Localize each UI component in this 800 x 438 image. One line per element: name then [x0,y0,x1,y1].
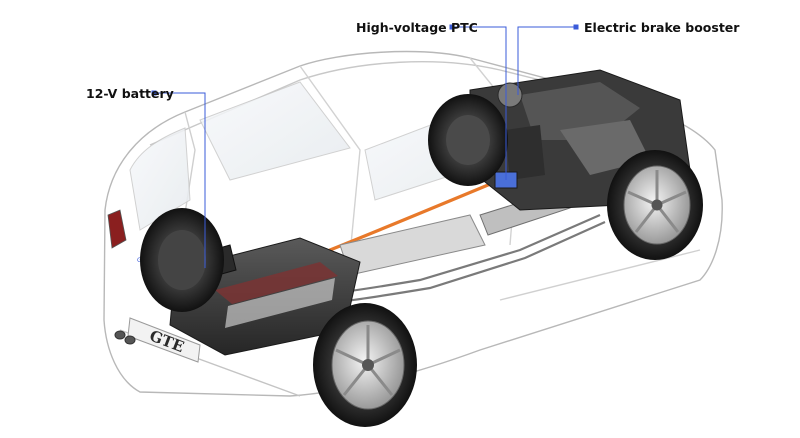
callout-label-brake-booster: Electric brake booster [584,20,740,35]
front-right-wheel [607,150,703,260]
callout-line-ptc [449,24,507,180]
rear-right-wheel [313,303,417,427]
callout-line-battery [151,90,206,268]
tail-light [107,209,127,249]
callout-line-brake-booster [517,24,579,95]
exhaust-pipes [114,330,136,345]
callout-label-ptc: High-voltage PTC [356,20,478,35]
callout-label-battery: 12-V battery [86,86,174,101]
electric-brake-booster [497,82,523,108]
rear-left-wheel [140,208,224,312]
front-left-wheel [428,94,508,186]
